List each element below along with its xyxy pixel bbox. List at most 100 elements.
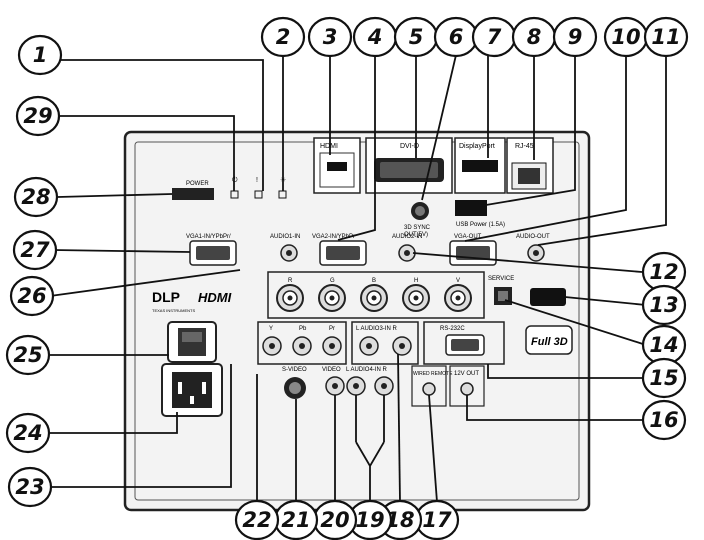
bnc-connector-r: R bbox=[276, 278, 304, 312]
audio2-in-port: AUDIO2-IN bbox=[392, 234, 422, 262]
callout-21: 21 bbox=[273, 499, 319, 540]
svg-text:7: 7 bbox=[487, 25, 502, 49]
callout-20: 20 bbox=[312, 499, 358, 540]
svg-text:TEXAS INSTRUMENTS: TEXAS INSTRUMENTS bbox=[152, 308, 195, 313]
dvi-port: DVI-D bbox=[365, 137, 453, 194]
callout-16: 16 bbox=[641, 399, 687, 441]
callout-25: 25 bbox=[5, 334, 51, 376]
callout-24: 24 bbox=[5, 412, 51, 454]
svg-text:AUDIO-OUT: AUDIO-OUT bbox=[516, 234, 550, 240]
svg-text:26: 26 bbox=[17, 284, 46, 308]
svg-text:10: 10 bbox=[611, 25, 640, 49]
svg-text:OUT(5V): OUT(5V) bbox=[404, 232, 428, 238]
svg-text:Y: Y bbox=[269, 326, 273, 332]
callout-17: 17 bbox=[414, 499, 460, 540]
svg-text:22: 22 bbox=[242, 508, 271, 532]
audio3-in-ports: L AUDIO3-IN R bbox=[351, 321, 419, 365]
svg-text:11: 11 bbox=[651, 25, 680, 49]
svg-text:POWER: POWER bbox=[186, 181, 209, 187]
hdmi-logo: HDMI bbox=[198, 290, 232, 305]
svg-text:9: 9 bbox=[568, 25, 583, 49]
svg-text:V: V bbox=[456, 278, 460, 284]
callout-15: 15 bbox=[641, 357, 687, 399]
svg-text:3: 3 bbox=[323, 25, 338, 49]
svg-text:VIDEO: VIDEO bbox=[322, 367, 341, 373]
bnc-inputs bbox=[267, 271, 485, 319]
svg-text:1: 1 bbox=[33, 43, 48, 67]
video-port: VIDEO bbox=[322, 367, 345, 396]
component-jack-y: Y bbox=[262, 326, 282, 356]
audio1-in-port: AUDIO1-IN bbox=[270, 234, 300, 262]
svg-text:H: H bbox=[414, 278, 418, 284]
callout-14: 14 bbox=[641, 324, 687, 366]
power-button: POWER bbox=[172, 181, 214, 200]
svg-text:Pr: Pr bbox=[329, 326, 335, 332]
svg-text:29: 29 bbox=[23, 104, 52, 128]
svideo-port: S-VIDEO bbox=[282, 367, 307, 399]
component-inputs bbox=[257, 321, 347, 365]
bnc-connector-v: V bbox=[444, 278, 472, 312]
full-3d-logo: Full 3D bbox=[525, 325, 573, 355]
ir-receiver bbox=[530, 288, 566, 306]
svg-text:HDMI: HDMI bbox=[320, 143, 338, 150]
dlp-logo: DLP TEXAS INSTRUMENTS bbox=[152, 289, 195, 313]
callout-23: 23 bbox=[7, 466, 53, 508]
callout-22: 22 bbox=[234, 499, 280, 540]
callout-8: 8 bbox=[511, 16, 557, 58]
callout-26: 26 bbox=[9, 275, 55, 317]
svg-text:RJ-45: RJ-45 bbox=[515, 143, 534, 150]
svg-text:17: 17 bbox=[422, 508, 452, 532]
svg-text:SERVICE: SERVICE bbox=[488, 276, 514, 282]
svg-text:DisplayPort: DisplayPort bbox=[459, 143, 495, 150]
callout-13: 13 bbox=[641, 284, 687, 326]
svg-text:16: 16 bbox=[649, 408, 678, 432]
svg-text:13: 13 bbox=[649, 293, 678, 317]
svg-text:4: 4 bbox=[367, 25, 383, 49]
callout-2: 2 bbox=[260, 16, 306, 58]
svg-text:L AUDIO4-IN R: L AUDIO4-IN R bbox=[346, 367, 387, 373]
svg-text:14: 14 bbox=[649, 333, 678, 357]
component-jack-pb: Pb bbox=[292, 326, 312, 356]
svg-text:8: 8 bbox=[527, 25, 542, 49]
svg-text:R: R bbox=[288, 278, 293, 284]
svg-text:Full 3D: Full 3D bbox=[531, 336, 568, 348]
svg-text:AUDIO2-IN: AUDIO2-IN bbox=[392, 234, 422, 240]
audio-out-port: AUDIO-OUT bbox=[516, 234, 550, 262]
svg-text:19: 19 bbox=[355, 508, 384, 532]
svg-text:21: 21 bbox=[281, 508, 310, 532]
svg-text:S-VIDEO: S-VIDEO bbox=[282, 367, 307, 373]
bnc-connector-b: B bbox=[360, 278, 388, 312]
callout-11: 11 bbox=[643, 16, 689, 58]
svg-text:2: 2 bbox=[276, 25, 291, 49]
svg-text:USB Power (1.5A): USB Power (1.5A) bbox=[456, 222, 505, 228]
callout-12: 12 bbox=[641, 251, 687, 293]
svg-text:VGA1-IN/YPbPr/: VGA1-IN/YPbPr/ bbox=[186, 234, 231, 240]
rj45-port: RJ-45 bbox=[506, 137, 554, 194]
callout-5: 5 bbox=[393, 16, 439, 58]
svg-text:DVI-D: DVI-D bbox=[400, 143, 419, 150]
svg-text:VGA2-IN/YPbPr: VGA2-IN/YPbPr bbox=[312, 234, 355, 240]
leader-lines bbox=[38, 54, 667, 503]
svg-text:24: 24 bbox=[13, 421, 42, 445]
svg-text:28: 28 bbox=[21, 185, 50, 209]
svg-text:23: 23 bbox=[15, 475, 44, 499]
svg-text:VGA-OUT: VGA-OUT bbox=[454, 234, 482, 240]
callout-27: 27 bbox=[12, 229, 58, 271]
svg-text:L AUDIO3-IN R: L AUDIO3-IN R bbox=[356, 326, 397, 332]
svg-text:⏻: ⏻ bbox=[232, 176, 238, 184]
svg-text:!: ! bbox=[256, 177, 258, 184]
svg-text:6: 6 bbox=[449, 25, 464, 49]
component-jack-pr: Pr bbox=[322, 326, 342, 356]
svg-text:27: 27 bbox=[20, 238, 50, 262]
svg-text:20: 20 bbox=[320, 508, 349, 532]
svg-text:25: 25 bbox=[13, 343, 42, 367]
svg-text:15: 15 bbox=[649, 366, 678, 390]
callout-6: 6 bbox=[433, 16, 479, 58]
callout-4: 4 bbox=[352, 16, 398, 58]
rs232c-port: RS-232C bbox=[423, 321, 505, 365]
svg-text:5: 5 bbox=[409, 25, 424, 49]
callout-1: 1 bbox=[17, 34, 63, 76]
callout-9: 9 bbox=[552, 16, 598, 58]
dc-12v-out-port: 12V OUT bbox=[449, 365, 485, 407]
